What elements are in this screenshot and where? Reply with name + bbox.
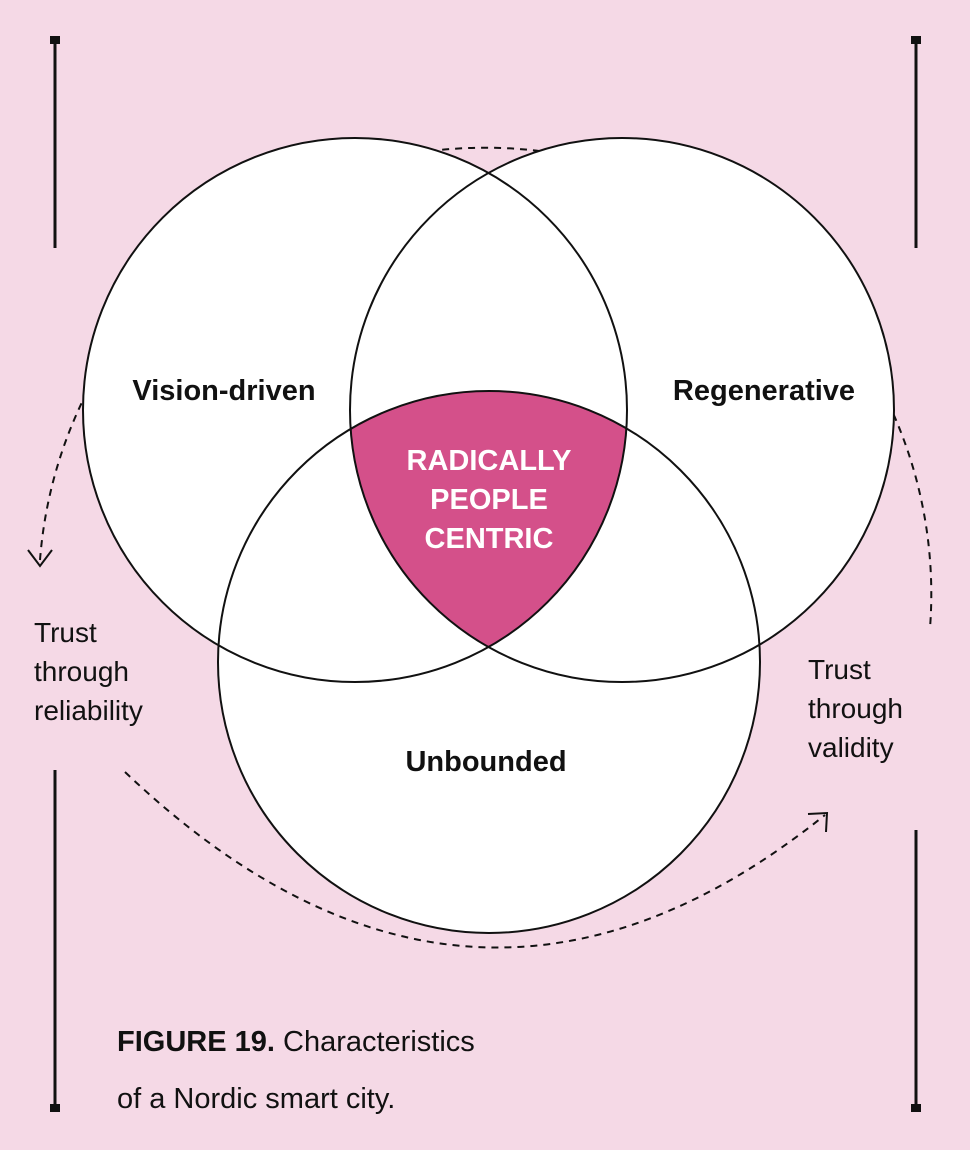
bracket-bottom-left — [50, 770, 60, 1112]
center-line-3: CENTRIC — [424, 523, 554, 555]
center-line-2: PEOPLE — [430, 484, 548, 516]
note-left-line-2: through — [34, 656, 129, 687]
trust-through-reliability: Trust through reliability — [34, 613, 143, 730]
note-left-line-1: Trust — [34, 617, 97, 648]
center-line-1: RADICALLY — [406, 445, 572, 477]
figure-caption: FIGURE 19. Characteristics of a Nordic s… — [117, 1014, 475, 1128]
left-arrowhead-icon — [27, 549, 53, 568]
note-right-line-2: through — [808, 693, 903, 724]
right-arrowhead-icon — [807, 811, 829, 833]
bracket-bottom-right — [911, 830, 921, 1112]
bracket-top-left — [50, 36, 60, 248]
label-radically-people-centric: RADICALLY PEOPLE CENTRIC — [369, 442, 609, 559]
caption-text-1: Characteristics — [283, 1026, 475, 1058]
caption-figure-label: FIGURE 19. — [117, 1026, 275, 1058]
note-left-line-3: reliability — [34, 695, 143, 726]
trust-through-validity: Trust through validity — [808, 650, 903, 767]
note-right-line-1: Trust — [808, 654, 871, 685]
label-unbounded: Unbounded — [405, 746, 567, 778]
note-right-line-3: validity — [808, 732, 894, 763]
label-regenerative: Regenerative — [672, 375, 856, 407]
bracket-top-right — [911, 36, 921, 248]
circle-unbounded — [218, 391, 760, 933]
caption-line-1: FIGURE 19. Characteristics — [117, 1014, 475, 1071]
caption-line-2: of a Nordic smart city. — [117, 1083, 396, 1115]
label-vision-driven: Vision-driven — [132, 375, 316, 407]
